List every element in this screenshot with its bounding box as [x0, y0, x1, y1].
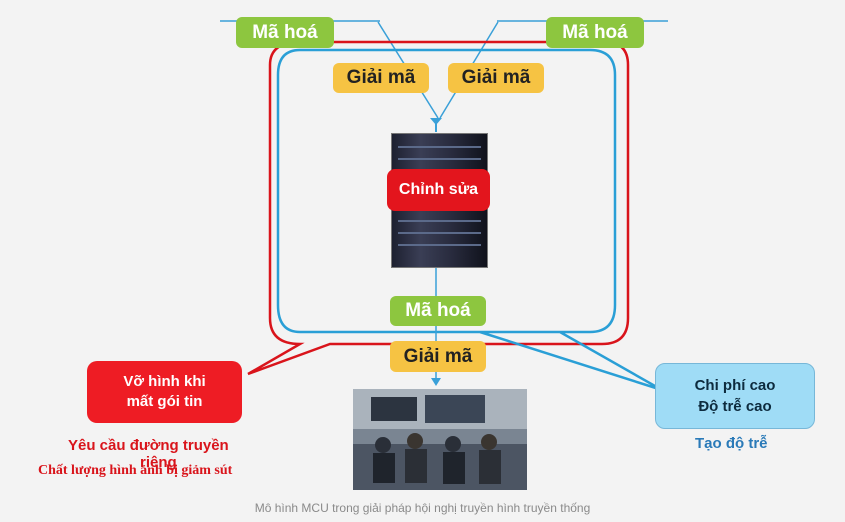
decode-right-tag: Giải mã	[448, 63, 544, 93]
blue-callout-line-2: Độ trễ cao	[698, 398, 772, 415]
edit-box: Chỉnh sửa	[387, 169, 490, 211]
red-callout-line-2: mất gói tin	[126, 393, 203, 410]
decode-center-tag: Giải mã	[390, 341, 486, 372]
arrow-head-top	[430, 118, 442, 125]
delay-text: Tạo độ trễ	[695, 435, 768, 452]
requirement-text: Yêu cầu đường truyền	[68, 437, 229, 454]
diagram-caption: Mô hình MCU trong giải pháp hội nghị tru…	[254, 501, 591, 515]
arrow-head-bottom	[431, 378, 441, 386]
conference-room-illustration	[353, 389, 527, 490]
blue-callout-line-1: Chi phí cao	[694, 377, 776, 394]
packet-loss-callout: Vỡ hình khi mất gói tin	[87, 361, 242, 423]
encode-top-right-tag: Mã hoá	[546, 17, 644, 48]
decode-left-tag: Giải mã	[333, 63, 429, 93]
cost-latency-callout: Chi phí cao Độ trễ cao	[655, 363, 815, 429]
red-outline	[247, 40, 630, 376]
quality-text: Chất lượng hình ảnh bị giảm sút	[38, 463, 233, 478]
requirement-text-cont: riêng	[140, 454, 177, 471]
encode-center-tag: Mã hoá	[390, 296, 486, 326]
encode-top-left-tag: Mã hoá	[236, 17, 334, 48]
blue-outline	[276, 48, 663, 392]
red-callout-line-1: Vỡ hình khi	[123, 373, 206, 390]
conference-room-photo	[353, 389, 527, 490]
